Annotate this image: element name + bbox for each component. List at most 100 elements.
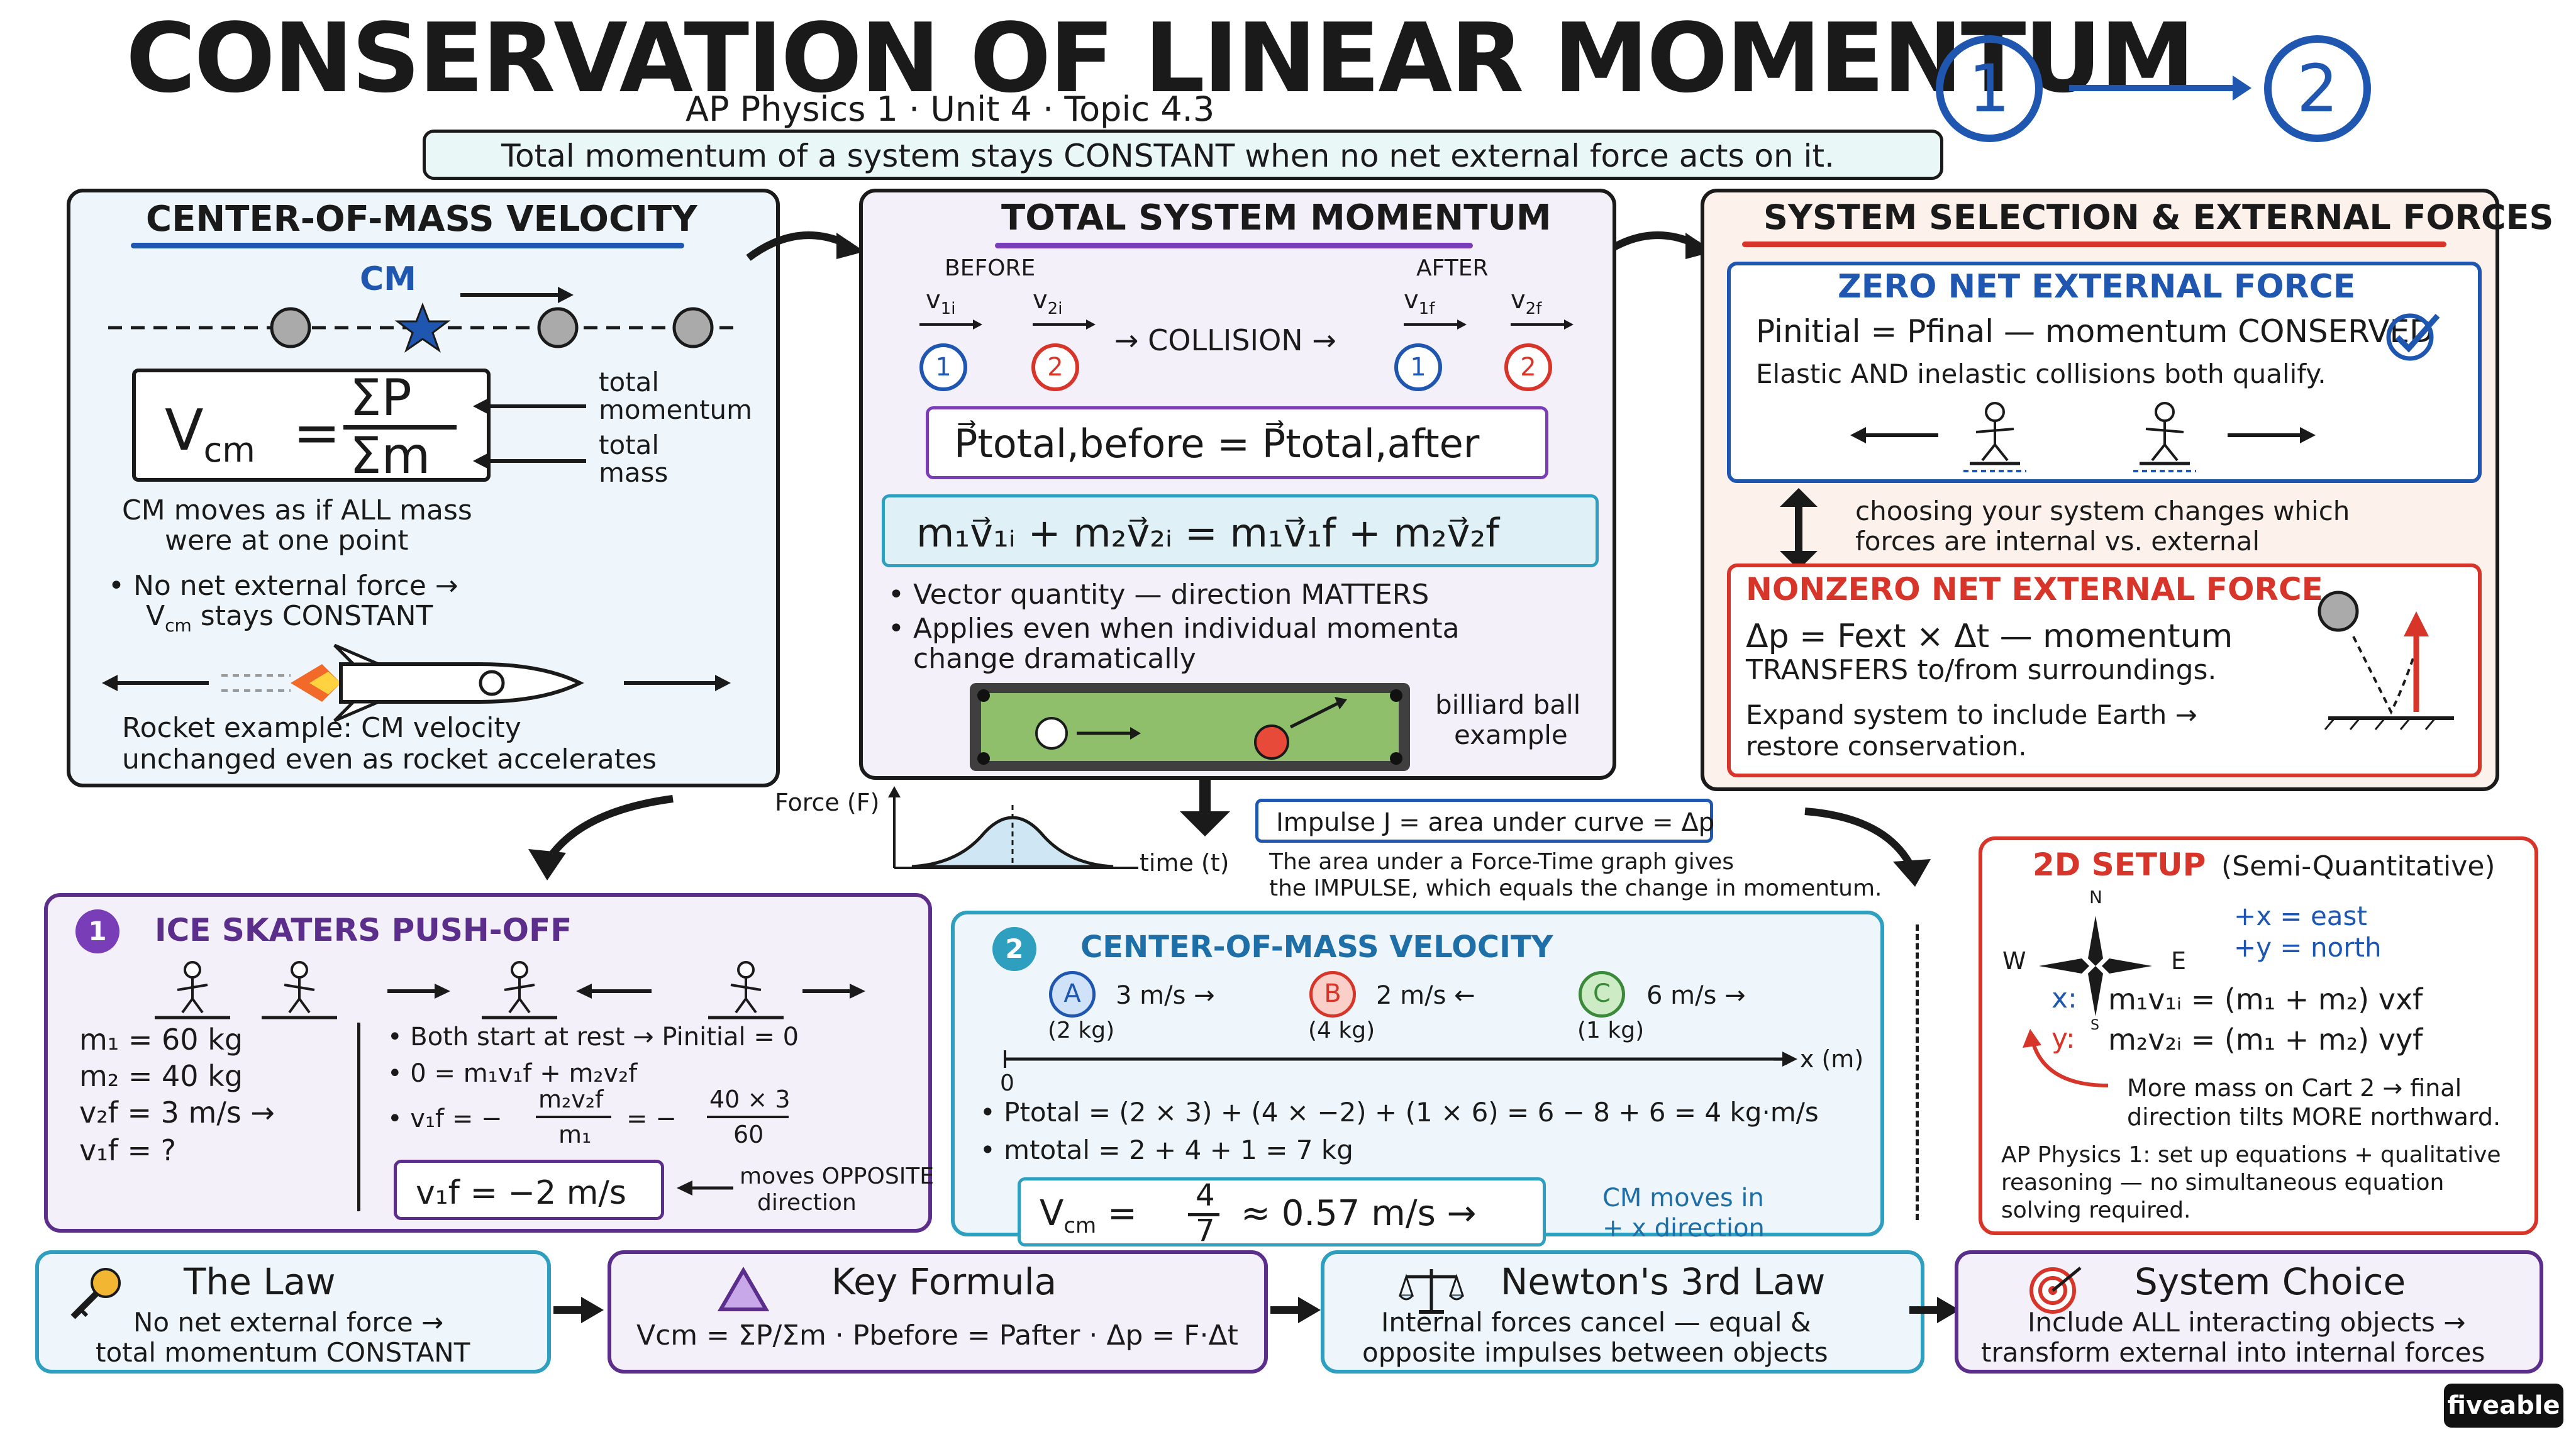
setup-title: 2D SETUP — [2033, 847, 2206, 883]
fraction-bar — [707, 1116, 789, 1118]
object-a-speed: 3 m/s → — [1116, 981, 1215, 1010]
cm-label: CM — [360, 260, 416, 298]
answer: v₁f = −2 m/s — [416, 1174, 627, 1212]
summary-arrow-icon — [1270, 1297, 1321, 1323]
nonzero-force-equation: Δp = Fext × Δt — momentum — [1746, 618, 2233, 655]
step-3-num: m₂v₂f — [538, 1085, 604, 1113]
given-m1: m₁ = 60 kg — [79, 1023, 243, 1057]
step-3-num2: 40 × 3 — [709, 1085, 791, 1113]
collision-label: → COLLISION → — [1114, 323, 1336, 357]
summary-law-title: The Law — [184, 1260, 336, 1303]
scales-icon — [1398, 1269, 1465, 1314]
mass-velocity-equation: m₁v⃗₁ᵢ + m₂v⃗₂ᵢ = m₁v⃗₁f + m₂v⃗₂f — [916, 510, 1500, 556]
note-arrow-icon — [473, 398, 586, 414]
banner: Total momentum of a system stays CONSTAN… — [423, 130, 1943, 180]
brand-logo-text: fiveable — [2447, 1391, 2560, 1420]
total-bullet2-line2: change dramatically — [913, 643, 1196, 675]
velocity-arrows-icon — [919, 319, 1574, 330]
page-title: CONSERVATION OF LINEAR MOMENTUM — [126, 3, 2195, 114]
time-axis-label: time (t) — [1140, 849, 1230, 877]
summary-newton-line2: opposite impulses between objects — [1362, 1337, 1828, 1368]
zero-force-equation: Pinitial = Pfinal — momentum CONSERVED — [1756, 313, 2434, 350]
object-c-mass: (1 kg) — [1577, 1018, 1645, 1043]
nonzero-note-line2: restore conservation. — [1746, 731, 2027, 762]
setup-note-line2: direction tilts MORE northward. — [2127, 1103, 2501, 1131]
summary-arrow-icon — [553, 1297, 604, 1323]
curved-note-arrow-icon — [2023, 1029, 2109, 1087]
nonzero-note-line1: Expand system to include Earth → — [1746, 699, 2197, 730]
cm-bullet-line2: Vcm stays CONSTANT — [146, 600, 433, 636]
skaters-icon — [155, 961, 865, 1019]
bouncing-ball-icon — [2318, 591, 2454, 730]
setup-2d-panel: 2D SETUP (Semi-Quantitative) N S W E +x … — [1979, 836, 2538, 1235]
skaters-apart-icon — [1850, 402, 2316, 472]
x-equation: m₁v₁ᵢ = (m₁ + m₂) vxf — [2108, 982, 2423, 1016]
answer-arrow-icon — [677, 1180, 733, 1196]
ball-2-before: 2 — [1031, 343, 1079, 391]
summary-law-line2: total momentum CONSTANT — [96, 1337, 470, 1368]
step-2: • 0 = m₁v₁f + m₂v₂f — [387, 1059, 638, 1088]
cm-motion-arrow-icon — [460, 287, 574, 303]
momentum-equation-box: P⃗total,before = P⃗total,after — [926, 406, 1548, 479]
object-c: C — [1579, 971, 1625, 1018]
total-bullet2-line1: • Applies even when individual momenta — [888, 613, 1460, 645]
brand-logo: fiveable — [2444, 1384, 2563, 1428]
title-underline — [1742, 242, 2446, 247]
cm-formula-box: Vcm = ΣP Σm — [132, 369, 491, 485]
v2f-label: v2f — [1511, 286, 1542, 318]
cm-velocity-panel: CENTER-OF-MASS VELOCITY CM Vcm = ΣP Σm t… — [67, 189, 780, 787]
summary-law-line1: No net external force → — [133, 1307, 444, 1338]
target-icon — [2029, 1267, 2082, 1314]
x-eq-label: x: — [2051, 982, 2077, 1014]
answer-box: v₁f = −2 m/s — [394, 1160, 664, 1220]
fraction-bar — [1188, 1213, 1219, 1216]
unknown-v1f: v₁f = ? — [79, 1133, 177, 1167]
v1f-label: v1f — [1404, 286, 1435, 318]
fraction-bar — [343, 425, 457, 430]
ap-line3: solving required. — [2001, 1197, 2191, 1223]
total-panel-title: TOTAL SYSTEM MOMENTUM — [1001, 197, 1552, 238]
choose-line2: forces are internal vs. external — [1855, 526, 2260, 557]
badge-1-label: 1 — [1968, 50, 2011, 127]
flow-arrow-icon — [528, 795, 674, 880]
divider — [357, 1023, 360, 1211]
vcm-rhs: ≈ 0.57 m/s → — [1241, 1193, 1477, 1234]
compass-n: N — [2089, 887, 2102, 908]
summary-system-line2: transform external into internal forces — [1981, 1337, 2485, 1368]
compass-s: S — [2090, 1018, 2099, 1033]
system-selection-panel: SYSTEM SELECTION & EXTERNAL FORCES ZERO … — [1701, 189, 2553, 791]
billiard-line2: example — [1454, 719, 1568, 750]
y-eq-label: y: — [2051, 1023, 2075, 1055]
vcm-numerator: 4 — [1196, 1178, 1215, 1213]
ball-1-after: 1 — [1394, 343, 1442, 391]
y-equation: m₂v₂ᵢ = (m₁ + m₂) vyf — [2108, 1023, 2423, 1057]
equals-sign: = — [293, 400, 341, 466]
object-a: A — [1049, 971, 1096, 1018]
key-icon — [70, 1268, 121, 1319]
cm-desc-line2: were at one point — [165, 525, 409, 557]
plus-y-def: +y = north — [2234, 932, 2382, 963]
cm-particle-line — [108, 302, 737, 353]
note-arrow-icon — [473, 453, 586, 469]
summary-arrow-icon — [1909, 1297, 1960, 1323]
ap-line2: reasoning — no simultaneous equation — [2001, 1170, 2445, 1196]
note-total-mass: total mass — [599, 430, 669, 488]
cm-direction-note-2: + x direction — [1602, 1214, 1765, 1243]
force-time-graph — [888, 786, 1138, 869]
zero-force-box: ZERO NET EXTERNAL FORCE Pinitial = Pfina… — [1727, 262, 2482, 483]
setup-note-line1: More mass on Cart 2 → final — [2127, 1074, 2462, 1102]
mass-velocity-equation-box: m₁v⃗₁ᵢ + m₂v⃗₂ᵢ = m₁v⃗₁f + m₂v⃗₂f — [882, 494, 1599, 567]
given-m2: m₂ = 40 kg — [79, 1059, 243, 1093]
badge-2: 2 — [2264, 35, 2371, 142]
billiard-line1: billiard ball — [1435, 689, 1581, 720]
ptotal-calc: • Ptotal = (2 × 3) + (4 × −2) + (1 × 6) … — [980, 1097, 1819, 1128]
flow-arrow-icon — [1804, 808, 1931, 887]
badge-2-label: 2 — [2296, 50, 2339, 127]
x-axis — [1004, 1050, 1797, 1068]
cm-desc-line1: CM moves as if ALL mass — [122, 494, 472, 526]
setup-subtitle: (Semi-Quantitative) — [2221, 850, 2496, 882]
momentum-equation: P⃗total,before = P⃗total,after — [954, 421, 1480, 467]
impulse-note-line1: The area under a Force-Time graph gives — [1269, 849, 1735, 875]
total-bullet1: • Vector quantity — direction MATTERS — [888, 579, 1430, 611]
compass-w: W — [2002, 947, 2026, 975]
